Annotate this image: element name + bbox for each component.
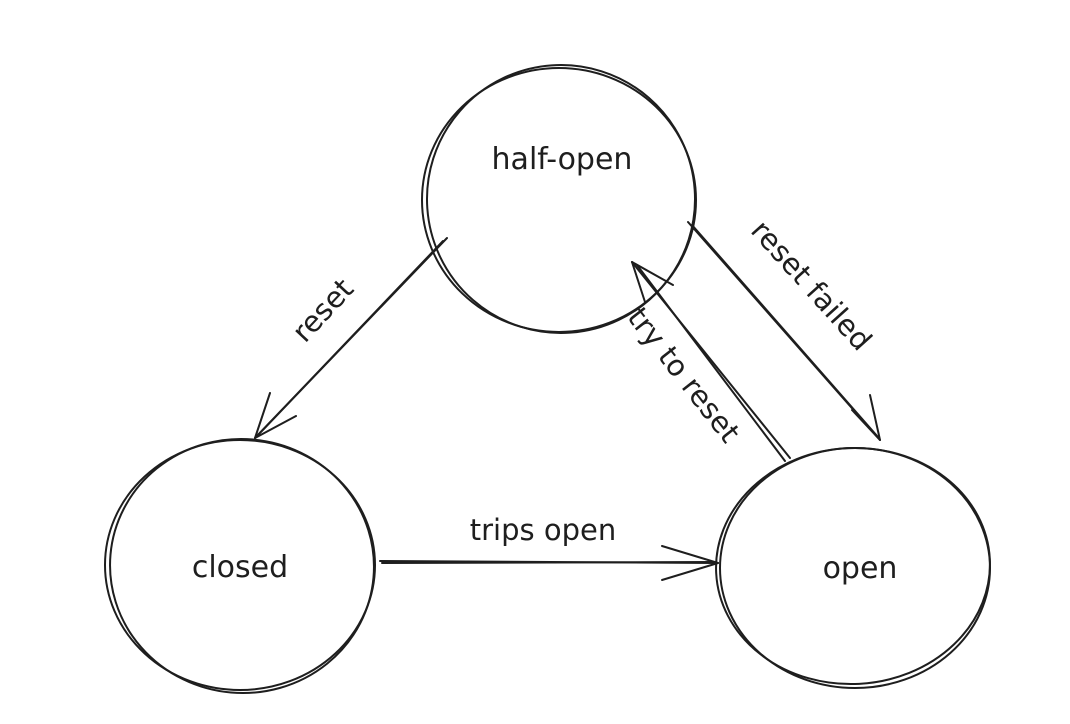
edge-try-to-reset-arrow xyxy=(631,261,791,462)
edge-label-reset-failed: reset failed xyxy=(744,213,878,357)
edge-label-try-to-reset: try to reset xyxy=(621,301,747,449)
edge-trips-open-arrow xyxy=(379,545,719,581)
node-open xyxy=(715,446,991,689)
edge-label-trips-open: trips open xyxy=(470,513,616,547)
edge-reset-arrow xyxy=(254,237,448,439)
node-label-half-open: half-open xyxy=(492,142,633,177)
node-label-open: open xyxy=(823,551,898,586)
node-closed xyxy=(104,437,376,695)
edge-reset-failed-arrow xyxy=(687,221,881,441)
node-half-open xyxy=(421,64,697,334)
edge-label-reset: reset xyxy=(285,272,360,349)
node-label-closed: closed xyxy=(192,550,288,585)
